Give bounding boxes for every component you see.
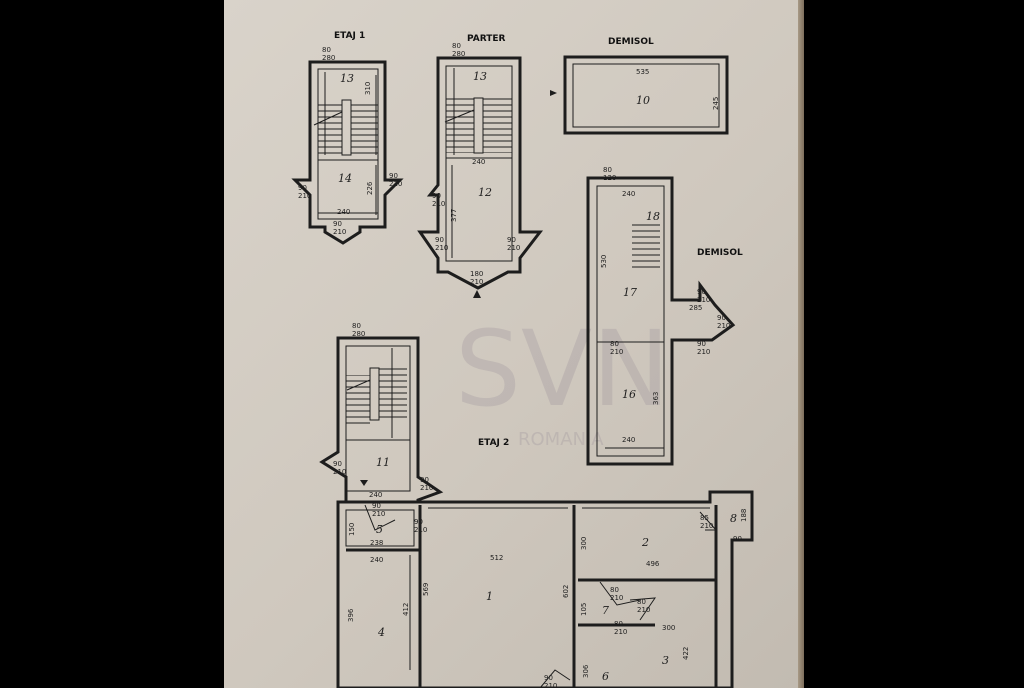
dim-496: 496 <box>646 560 660 568</box>
watermark-logo: SVN <box>455 308 670 430</box>
dim-150: 150 <box>348 523 356 536</box>
dim-530: 530 <box>600 255 608 268</box>
room-14: 14 <box>338 172 352 185</box>
room-16: 16 <box>622 388 636 401</box>
dim-300-b: 300 <box>662 624 675 632</box>
dim-245: 245 <box>712 97 720 110</box>
room-13-parter: 13 <box>473 70 487 83</box>
title-demisol-top: DEMISOL <box>608 37 654 47</box>
room-1: 1 <box>486 590 493 603</box>
paper-edge <box>798 0 804 688</box>
room-11: 11 <box>376 456 390 469</box>
watermark-sub: ROMANIA <box>518 429 604 450</box>
room-7: 7 <box>602 604 609 617</box>
dim-535: 535 <box>636 68 649 76</box>
dim-90: 90 <box>733 535 742 543</box>
dim-285: 285 <box>689 304 702 312</box>
dim-demisol-240-bottom: 240 <box>622 436 635 444</box>
room-2: 2 <box>641 536 649 549</box>
room-18: 18 <box>646 210 660 223</box>
dim-parter-240: 240 <box>472 158 485 166</box>
dim-226: 226 <box>366 181 374 195</box>
title-parter: PARTER <box>467 34 506 44</box>
room-8: 8 <box>730 512 737 525</box>
dim-412: 412 <box>402 603 410 616</box>
dim-etaj2-240-b: 240 <box>370 556 383 564</box>
dim-105: 105 <box>580 603 588 616</box>
dim-310: 310 <box>364 82 372 95</box>
dim-602: 602 <box>562 585 570 598</box>
dim-396: 396 <box>347 608 355 622</box>
plan-demisol-top: DEMISOL 535 245 10 <box>550 37 729 135</box>
title-demisol-right: DEMISOL <box>697 248 743 258</box>
dim-etaj2-240: 240 <box>369 491 382 499</box>
room-4: 4 <box>377 626 385 639</box>
dim-demisol-240-top: 240 <box>622 190 635 198</box>
watermark: SVN ROMANIA <box>455 308 670 450</box>
room-10: 10 <box>636 94 650 107</box>
dim-etaj1-240: 240 <box>337 208 350 216</box>
room-13-etaj1: 13 <box>340 72 354 85</box>
room-12: 12 <box>478 186 492 199</box>
dim-363: 363 <box>652 392 660 405</box>
dim-422: 422 <box>682 647 690 660</box>
dim-238: 238 <box>370 539 383 547</box>
dim-377: 377 <box>450 209 458 222</box>
room-5: 5 <box>376 523 383 536</box>
dim-306: 306 <box>582 664 590 678</box>
room-6: 6 <box>602 670 609 683</box>
dim-188: 188 <box>740 509 748 522</box>
room-3: 3 <box>662 654 669 667</box>
dim-569: 569 <box>422 583 430 596</box>
dim-512: 512 <box>490 554 503 562</box>
dim-300-a: 300 <box>580 537 588 550</box>
title-etaj-1: ETAJ 1 <box>334 31 365 41</box>
title-etaj-2: ETAJ 2 <box>478 438 509 448</box>
room-17: 17 <box>623 286 637 299</box>
